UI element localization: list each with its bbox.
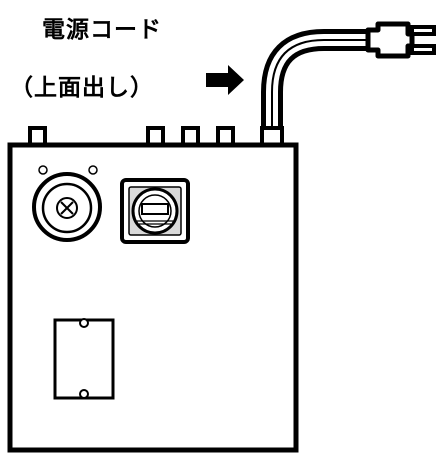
power-cord <box>260 29 372 148</box>
arrow-right-icon <box>206 65 244 95</box>
rotary-switch <box>32 165 102 242</box>
top-connectors <box>28 126 235 147</box>
power-cord-label: 電源コード <box>42 17 162 43</box>
plug-icon <box>365 21 436 59</box>
cover-plate <box>53 318 115 400</box>
top-exit-label: （上面出し） <box>10 75 154 101</box>
timer-module <box>120 178 190 244</box>
